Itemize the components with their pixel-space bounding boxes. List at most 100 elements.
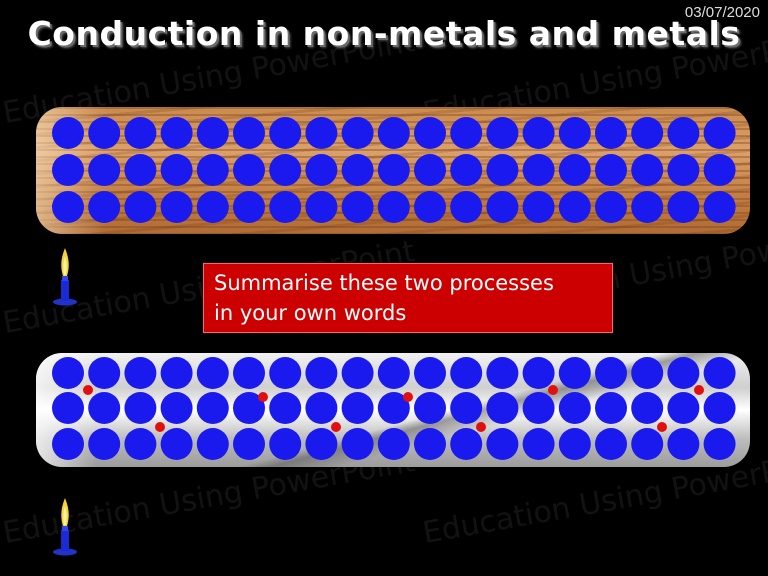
atom xyxy=(305,392,338,424)
atom xyxy=(88,191,121,223)
atom xyxy=(522,428,555,460)
atom xyxy=(305,117,338,149)
free-electron xyxy=(331,422,341,432)
slide-title: Conduction in non-metals and metals xyxy=(27,14,741,53)
atom xyxy=(522,357,555,389)
atom xyxy=(233,191,265,223)
atom xyxy=(558,428,591,460)
atom xyxy=(88,392,121,424)
atom xyxy=(486,357,519,389)
atom xyxy=(196,392,229,424)
slide-date: 03/07/2020 xyxy=(684,4,760,21)
atom xyxy=(305,357,338,389)
atom xyxy=(196,154,229,186)
bunsen-burner-icon xyxy=(53,248,77,306)
atom xyxy=(377,357,410,389)
atom xyxy=(703,392,736,424)
atom xyxy=(160,392,193,424)
atom xyxy=(595,154,627,186)
atom xyxy=(196,428,229,460)
atom xyxy=(522,392,555,424)
atom xyxy=(124,357,157,389)
atom xyxy=(124,392,157,424)
atom xyxy=(558,357,591,389)
atom xyxy=(450,357,483,389)
atom xyxy=(414,117,446,149)
atom xyxy=(377,392,410,424)
free-electron xyxy=(403,392,413,402)
atom xyxy=(558,117,591,149)
atom xyxy=(160,191,193,223)
atom xyxy=(703,154,736,186)
atom xyxy=(52,117,84,149)
atom xyxy=(703,191,736,223)
atom xyxy=(631,154,664,186)
atom xyxy=(414,154,446,186)
atom xyxy=(450,154,483,186)
atom xyxy=(305,428,338,460)
atom xyxy=(595,392,627,424)
atom xyxy=(124,117,157,149)
atom xyxy=(450,428,483,460)
atom xyxy=(667,392,700,424)
metal-atom-grid xyxy=(52,357,736,460)
atom xyxy=(124,428,157,460)
wooden-rod xyxy=(36,107,750,234)
atom xyxy=(631,392,664,424)
atom xyxy=(341,154,374,186)
atom xyxy=(88,117,121,149)
atom xyxy=(269,117,302,149)
atom xyxy=(450,392,483,424)
atom xyxy=(486,392,519,424)
atom xyxy=(414,428,446,460)
free-electron xyxy=(548,385,558,395)
atom xyxy=(595,357,627,389)
burner-tube xyxy=(61,280,69,301)
bunsen-burner-icon xyxy=(53,498,77,556)
atom xyxy=(88,357,121,389)
atom xyxy=(377,428,410,460)
atom xyxy=(52,357,84,389)
atom xyxy=(233,117,265,149)
atom xyxy=(196,117,229,149)
free-electron xyxy=(694,385,704,395)
atom xyxy=(667,428,700,460)
callout-line-2: in your own words xyxy=(214,301,407,325)
burner-nozzle xyxy=(62,276,68,281)
free-electron xyxy=(83,385,93,395)
atom xyxy=(703,117,736,149)
atom xyxy=(414,392,446,424)
atom xyxy=(414,191,446,223)
atom xyxy=(305,154,338,186)
atom xyxy=(341,428,374,460)
atom xyxy=(522,117,555,149)
atom xyxy=(486,117,519,149)
atom xyxy=(233,392,265,424)
atom xyxy=(450,117,483,149)
atom xyxy=(703,357,736,389)
atom xyxy=(269,191,302,223)
atom xyxy=(631,357,664,389)
atom xyxy=(486,428,519,460)
atom xyxy=(269,154,302,186)
atom xyxy=(341,392,374,424)
atom xyxy=(558,191,591,223)
flame-core xyxy=(63,506,67,525)
atom xyxy=(703,428,736,460)
atom xyxy=(631,428,664,460)
callout-line-1: Summarise these two processes xyxy=(214,271,554,295)
atom xyxy=(124,154,157,186)
atom xyxy=(667,154,700,186)
atom xyxy=(486,191,519,223)
atom xyxy=(305,191,338,223)
atom xyxy=(631,117,664,149)
atom xyxy=(196,357,229,389)
atom xyxy=(522,154,555,186)
free-electron xyxy=(657,422,667,432)
atom xyxy=(160,117,193,149)
atom xyxy=(558,392,591,424)
free-electron xyxy=(258,392,268,402)
atom xyxy=(377,191,410,223)
atom xyxy=(667,191,700,223)
atom xyxy=(269,428,302,460)
